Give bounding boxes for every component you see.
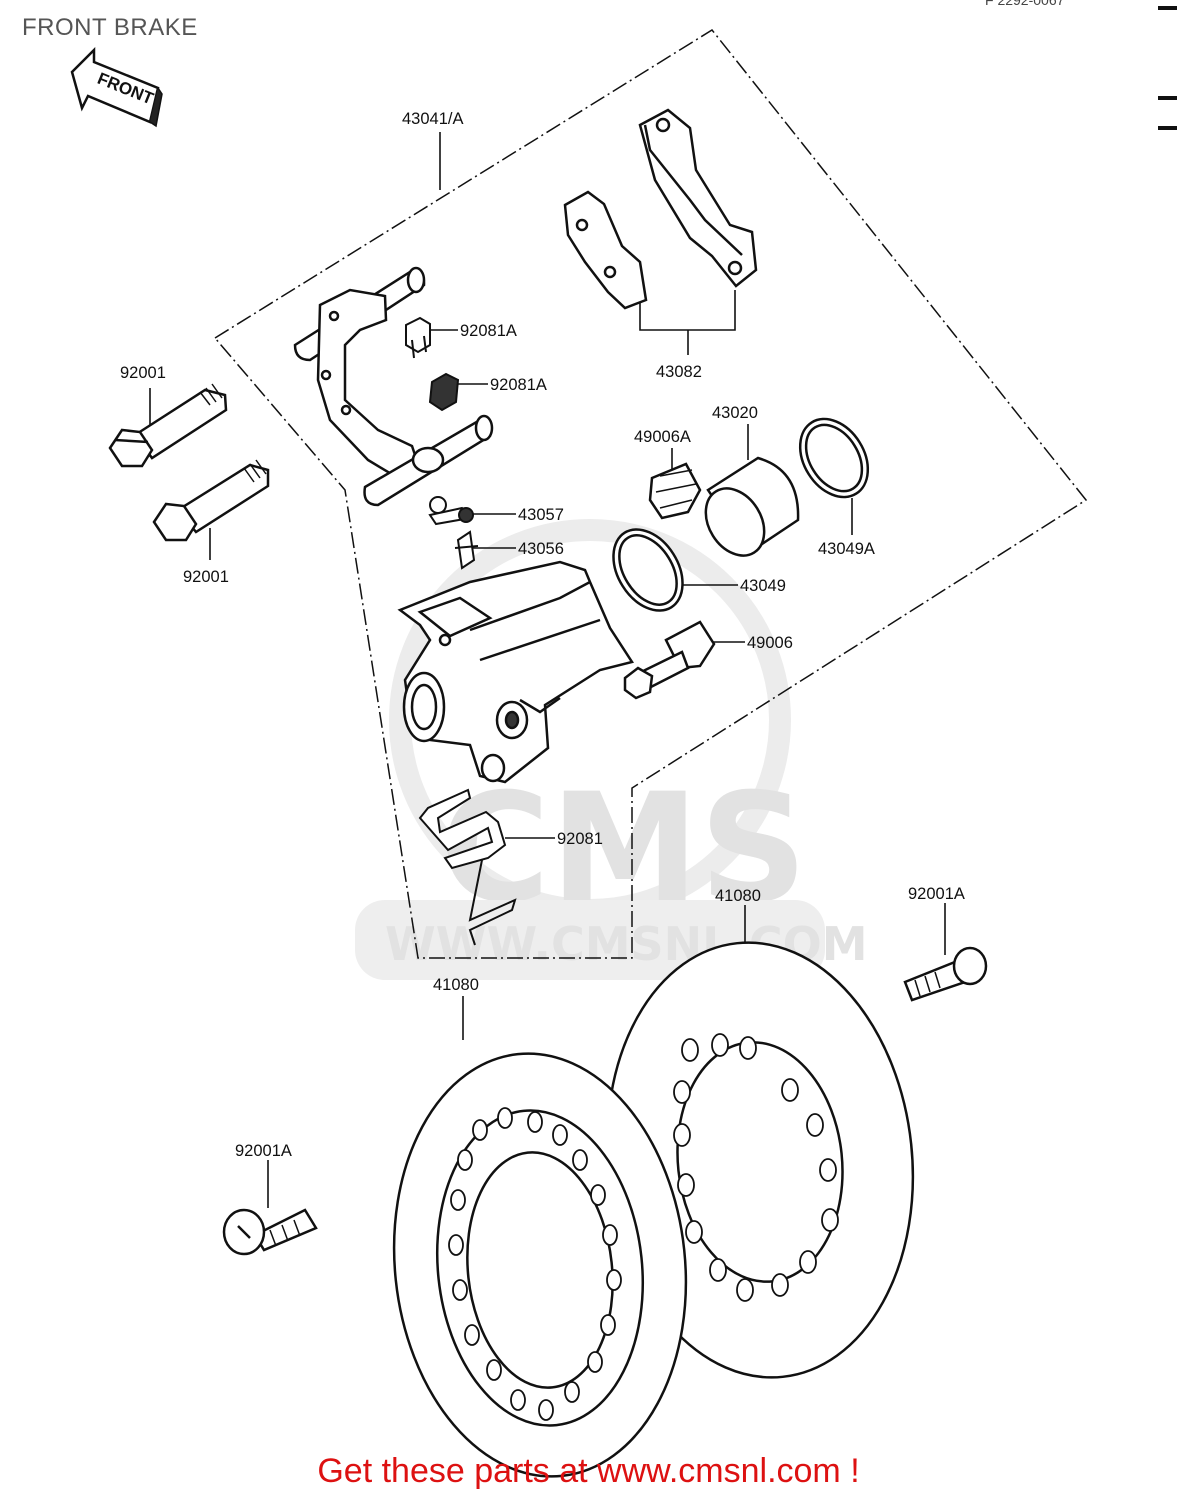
part-label: 41080 (715, 887, 761, 905)
brake-disc-front (392, 1052, 688, 1478)
part-label: 92001A (908, 885, 965, 903)
drawing-code: F 2292-0067 (985, 0, 1065, 8)
part-label: 92001A (235, 1142, 292, 1160)
caliper-mounting-bolts (108, 383, 270, 542)
part-label: 43049 (740, 577, 786, 595)
part-label: 49006 (747, 634, 793, 652)
caliper-body (397, 560, 634, 784)
leader-lines (149, 132, 946, 1208)
piston-and-seals (612, 417, 870, 700)
part-label: 92001 (120, 364, 166, 382)
part-label: 43041/A (402, 110, 463, 128)
caliper-assembly-boundary (213, 29, 1088, 959)
edge-marks (1158, 6, 1177, 130)
part-label: 43082 (656, 363, 702, 381)
part-label: 92081 (557, 830, 603, 848)
front-direction-arrow: FRONT (70, 46, 163, 128)
part-label: 43049A (818, 540, 875, 558)
part-label: 49006A (634, 428, 691, 446)
part-label: 92081A (490, 376, 547, 394)
brake-pad-set (563, 108, 758, 310)
part-label: 43057 (518, 506, 564, 524)
pad-spring-92081 (418, 788, 517, 946)
part-label: 92001 (183, 568, 229, 586)
bleeder-valve-parts (428, 496, 479, 570)
part-label: 43056 (518, 540, 564, 558)
part-labels: 43041/A 92081A 92081A 43082 92001 92001 … (120, 110, 965, 1160)
page-title: FRONT BRAKE (22, 14, 198, 41)
part-label: 41080 (433, 976, 479, 994)
part-label: 43020 (712, 404, 758, 422)
pad-clips-92081A (405, 316, 460, 412)
part-label: 92081A (460, 322, 517, 340)
caliper-bracket (293, 266, 494, 507)
parts-cta-link[interactable]: Get these parts at www.cmsnl.com ! (317, 1452, 860, 1490)
disc-bolts-92001A (222, 946, 988, 1256)
